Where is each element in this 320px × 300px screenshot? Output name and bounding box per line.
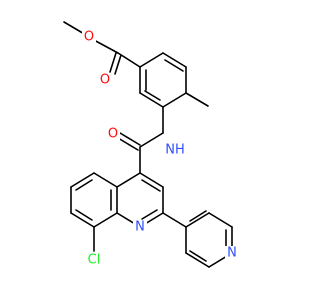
label-bg — [84, 253, 104, 267]
atom-n-amide: NH — [165, 143, 185, 158]
ring-bond — [93, 212, 118, 228]
ring-bond-inner — [189, 250, 207, 262]
ring-bond — [139, 92, 164, 108]
ring-bond — [139, 52, 164, 68]
bond-amide-o-double-1 — [119, 132, 141, 146]
label-bg — [106, 127, 120, 141]
atom-o-ether: O — [84, 30, 94, 45]
bond-carbonyl-o-double-1 — [109, 52, 117, 73]
ring-bond — [93, 172, 118, 188]
ring-bond-inner — [189, 210, 207, 222]
label-bg — [225, 246, 239, 260]
bond-methyl — [185, 92, 209, 107]
atom-labels: O O O NH N N Cl — [82, 30, 239, 268]
molecule-structure: O O O NH N N Cl — [63, 21, 239, 268]
label-bg — [98, 73, 112, 87]
ring-bond-inner — [75, 179, 93, 191]
ring-bond — [185, 212, 210, 228]
label-bg — [133, 220, 147, 234]
ring-bond — [70, 172, 95, 188]
ring-bond-inner — [144, 90, 161, 101]
methyl-ester-group — [63, 21, 141, 75]
atom-o-amide: O — [108, 127, 118, 142]
ring-bond — [70, 212, 95, 228]
ring-bond-inner — [75, 209, 93, 221]
ring-bond-inner — [141, 209, 158, 220]
ring-bond — [139, 172, 164, 188]
ring-bond — [116, 172, 141, 188]
bond-nh-carbonyl — [139, 132, 164, 148]
bond-carbonyl-o-double-2 — [114, 54, 122, 75]
benzoate-ring — [139, 52, 209, 134]
bond-amide-o-double-2 — [117, 137, 139, 151]
ring-bond-inner — [141, 179, 161, 192]
atom-o-ester-carbonyl: O — [100, 73, 110, 88]
bond-quinoline-pyridine — [162, 212, 187, 228]
ring-bond — [162, 52, 187, 68]
amide-group — [117, 132, 164, 174]
label-bg — [164, 143, 186, 157]
ring-bond-inner — [164, 59, 184, 72]
atom-n-quinoline: N — [135, 220, 145, 235]
bond-o-carbonyl — [91, 38, 119, 54]
ring-bond — [185, 252, 210, 268]
quinoline-core — [70, 172, 187, 252]
atom-cl: Cl — [88, 253, 101, 268]
ring-bond — [208, 212, 233, 228]
ring-bond — [162, 92, 187, 108]
atom-n-pyridine: N — [227, 246, 237, 261]
label-bg — [82, 30, 96, 44]
